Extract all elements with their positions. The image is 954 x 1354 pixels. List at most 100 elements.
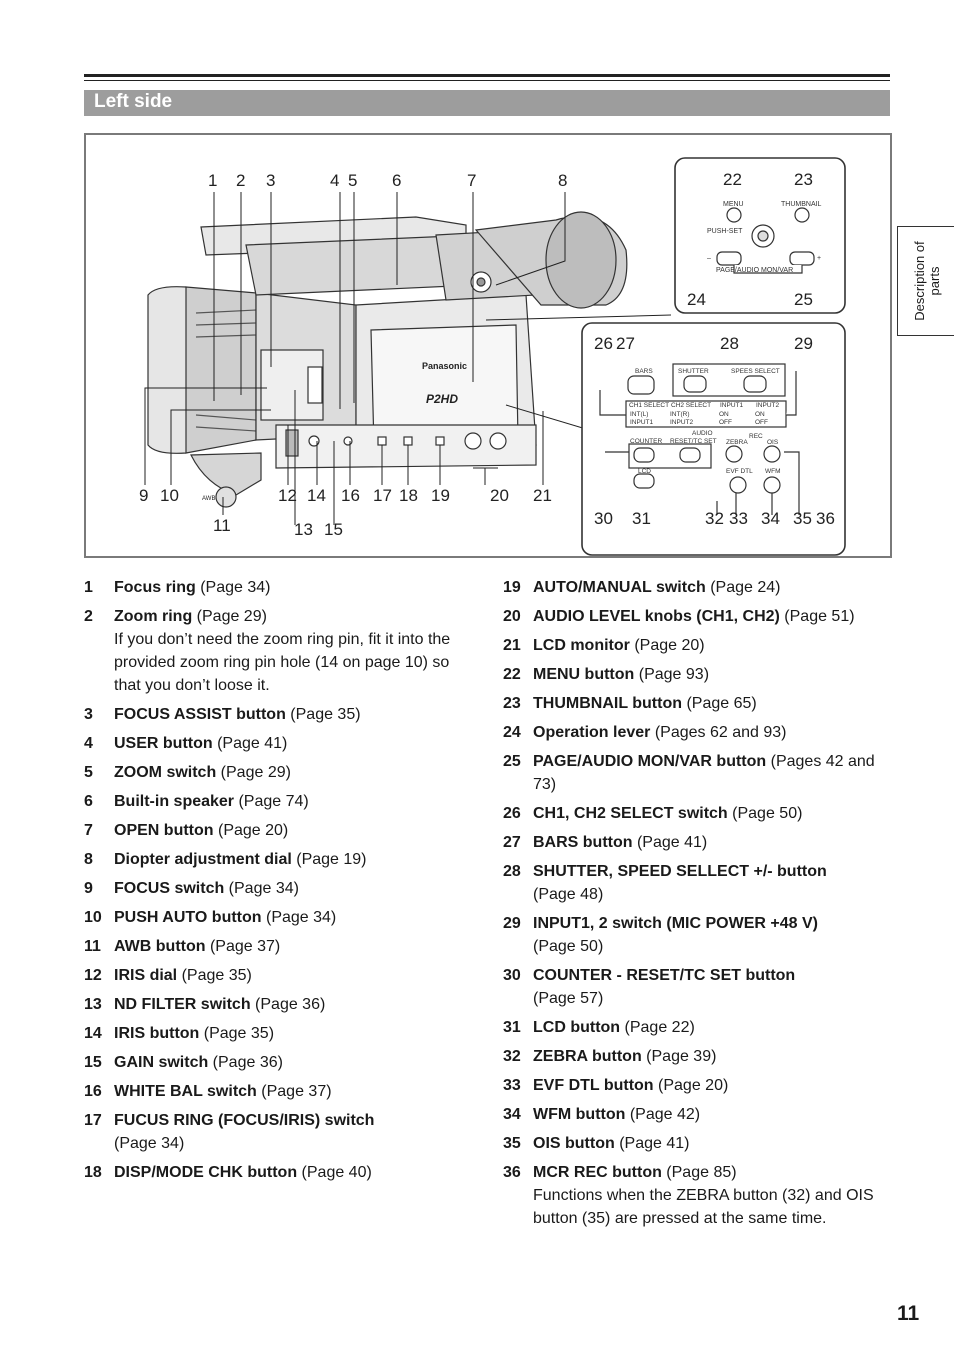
item-text: GAIN switch (Page 36) xyxy=(114,1051,454,1074)
item-number: 15 xyxy=(84,1054,102,1071)
item-text: OPEN button (Page 20) xyxy=(114,819,454,842)
callout-19: 19 xyxy=(431,486,450,505)
callout-4: 4 xyxy=(330,171,340,190)
item-name: Focus ring xyxy=(114,579,196,596)
item-name: IRIS button xyxy=(114,1025,200,1042)
label-thumbnail: THUMBNAIL xyxy=(781,201,822,208)
item-text: PUSH AUTO button (Page 34) xyxy=(114,906,454,929)
item-name: ZOOM switch xyxy=(114,764,217,781)
item-number: 22 xyxy=(503,666,521,683)
label-shutter: SHUTTER xyxy=(678,368,709,375)
awb-label: AWB xyxy=(202,496,215,502)
item-number: 6 xyxy=(84,793,93,810)
item-number: 20 xyxy=(503,608,521,625)
item-name: GAIN switch xyxy=(114,1054,209,1071)
item-text: Zoom ring (Page 29)If you don’t need the… xyxy=(114,605,454,697)
list-item: 14 IRIS button (Page 35) xyxy=(84,1022,454,1045)
label-zebra: ZEBRA xyxy=(726,439,748,446)
callout-35: 35 xyxy=(793,509,812,528)
item-page-ref: (Page 20) xyxy=(213,822,289,839)
callout-31: 31 xyxy=(632,509,651,528)
item-page-ref: (Page 20) xyxy=(653,1077,729,1094)
callout-33: 33 xyxy=(729,509,748,528)
item-name: BARS button xyxy=(533,834,633,851)
callout-10: 10 xyxy=(160,486,179,505)
callout-24: 24 xyxy=(687,290,706,309)
camera-illustration: MENU THUMBNAIL PUSH-SET – + PAGE/AUDIO M… xyxy=(144,157,846,556)
side-control-panel xyxy=(581,322,846,556)
item-number: 33 xyxy=(503,1077,521,1094)
item-number: 28 xyxy=(503,863,521,880)
list-item: 28 SHUTTER, SPEED SELLECT +/- button(Page… xyxy=(503,860,893,906)
model-logo-text: P2HD xyxy=(426,392,458,406)
label-input2: INPUT2 xyxy=(756,402,780,409)
callout-29: 29 xyxy=(794,334,813,353)
item-text: MCR REC button (Page 85)Functions when t… xyxy=(533,1161,893,1230)
item-number: 14 xyxy=(84,1025,102,1042)
item-page-ref: (Pages 62 and 93) xyxy=(650,724,787,741)
top-control-panel xyxy=(674,157,846,314)
item-name: Zoom ring xyxy=(114,608,193,625)
item-number: 5 xyxy=(84,764,93,781)
item-page-ref: (Page 35) xyxy=(285,706,361,723)
label-audio: AUDIO xyxy=(692,430,713,437)
callout-26: 26 xyxy=(594,334,613,353)
list-item: 22 MENU button (Page 93) xyxy=(503,663,893,686)
item-name: INPUT1, 2 switch (MIC POWER +48 V) xyxy=(533,915,818,932)
item-page-ref: (Page 51) xyxy=(779,608,855,625)
item-text: IRIS button (Page 35) xyxy=(114,1022,454,1045)
item-page-ref: (Page 34) xyxy=(195,579,271,596)
callout-23: 23 xyxy=(794,170,813,189)
item-text: Built-in speaker (Page 74) xyxy=(114,790,454,813)
item-number: 24 xyxy=(503,724,521,741)
item-number: 8 xyxy=(84,851,93,868)
section-header-bar: Left side xyxy=(84,90,890,116)
item-name: OPEN button xyxy=(114,822,214,839)
item-number: 9 xyxy=(84,880,93,897)
label-menu: MENU xyxy=(723,201,744,208)
item-page-ref: (Page 65) xyxy=(682,695,757,712)
item-text: AWB button (Page 37) xyxy=(114,935,454,958)
side-index-tab-label: Description of parts xyxy=(911,241,942,321)
item-page-ref: (Page 34) xyxy=(261,909,337,926)
item-text: SHUTTER, SPEED SELLECT +/- button(Page 4… xyxy=(533,860,893,906)
item-number: 31 xyxy=(503,1019,521,1036)
callout-34: 34 xyxy=(761,509,780,528)
item-text: FOCUS ASSIST button (Page 35) xyxy=(114,703,454,726)
item-number: 27 xyxy=(503,834,521,851)
label-int-l: INT(L) xyxy=(630,411,648,418)
item-page-ref: (Page 37) xyxy=(205,938,281,955)
callout-20: 20 xyxy=(490,486,509,505)
label-ois: OIS xyxy=(767,439,779,446)
label-ch2-select: CH2 SELECT xyxy=(671,402,711,409)
camera-text: Panasonic P2HD AWB xyxy=(202,361,467,502)
item-number: 11 xyxy=(84,938,101,955)
label-plus: + xyxy=(817,255,821,262)
callout-6: 6 xyxy=(392,171,402,190)
item-page-ref: (Page 50) xyxy=(727,805,803,822)
label-lcd: LCD xyxy=(638,468,651,475)
label-page-audio: PAGE/AUDIO MON/VAR xyxy=(716,267,793,274)
label-int-r: INT(R) xyxy=(670,411,690,418)
callout-32: 32 xyxy=(705,509,724,528)
item-note: Functions when the ZEBRA button (32) and… xyxy=(533,1187,874,1227)
label-bars: BARS xyxy=(635,368,653,375)
item-text: MENU button (Page 93) xyxy=(533,663,893,686)
item-note: If you don’t need the zoom ring pin, fit… xyxy=(114,631,451,694)
top-rule xyxy=(84,74,890,77)
item-number: 10 xyxy=(84,909,102,926)
item-name: AWB button xyxy=(114,938,206,955)
